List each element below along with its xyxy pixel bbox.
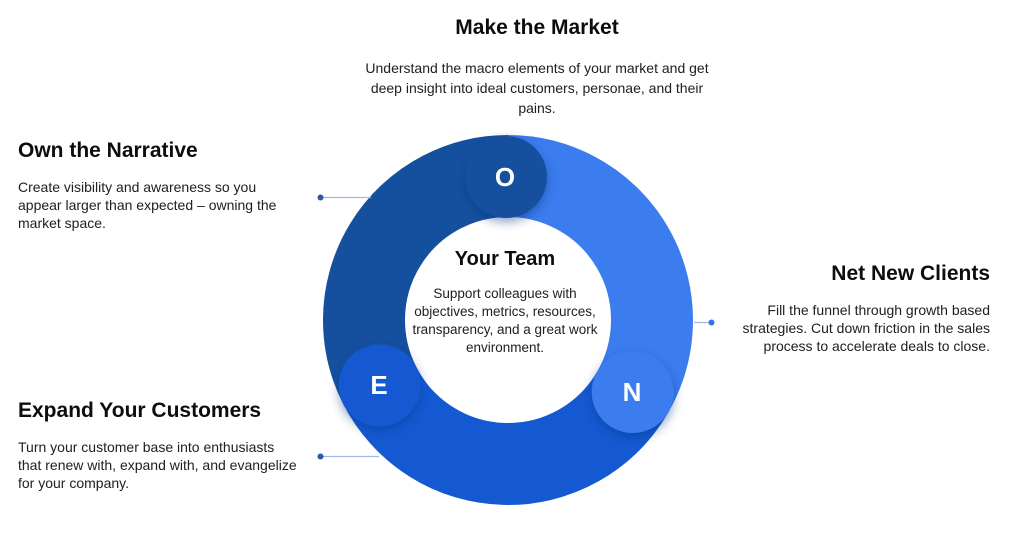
card-expand-your-customers: Expand Your Customers Turn your customer… [18, 399, 300, 492]
cap-circle-net [591, 351, 674, 433]
ring-letter-e: E [370, 370, 387, 400]
connector-expand-dot [317, 453, 324, 460]
card-make-the-market: Make the Market Understand the macro ele… [353, 16, 721, 118]
card-your-team: Your Team Support colleagues with object… [412, 248, 598, 357]
center-title: Your Team [454, 248, 556, 270]
ring-letter-n: N [623, 377, 642, 407]
card-title: Own the Narrative [18, 139, 198, 162]
ring-segment-expand-arc [343, 365, 669, 505]
card-title: Expand Your Customers [18, 399, 262, 422]
card-description: Turn your customer base into enthusiasts… [18, 439, 297, 491]
ring-segment-net-arc [506, 135, 693, 413]
card-description: Create visibility and awareness so you a… [18, 179, 277, 231]
cap-circle-own [465, 136, 547, 218]
connector-own-dot [317, 194, 324, 201]
card-net-new-clients: Net New Clients Fill the funnel through … [714, 262, 990, 355]
center-description: Support colleagues with objectives, metr… [412, 286, 598, 355]
card-own-the-narrative: Own the Narrative Create visibility and … [18, 139, 290, 232]
ring-letter-o: O [495, 162, 515, 192]
card-title: Net New Clients [831, 262, 990, 285]
card-description: Fill the funnel through growth based str… [742, 302, 990, 354]
card-description: Understand the macro elements of your ma… [365, 60, 709, 116]
connector-net-dot [708, 319, 715, 326]
card-title: Make the Market [455, 16, 619, 39]
cap-circle-expand [338, 344, 421, 427]
